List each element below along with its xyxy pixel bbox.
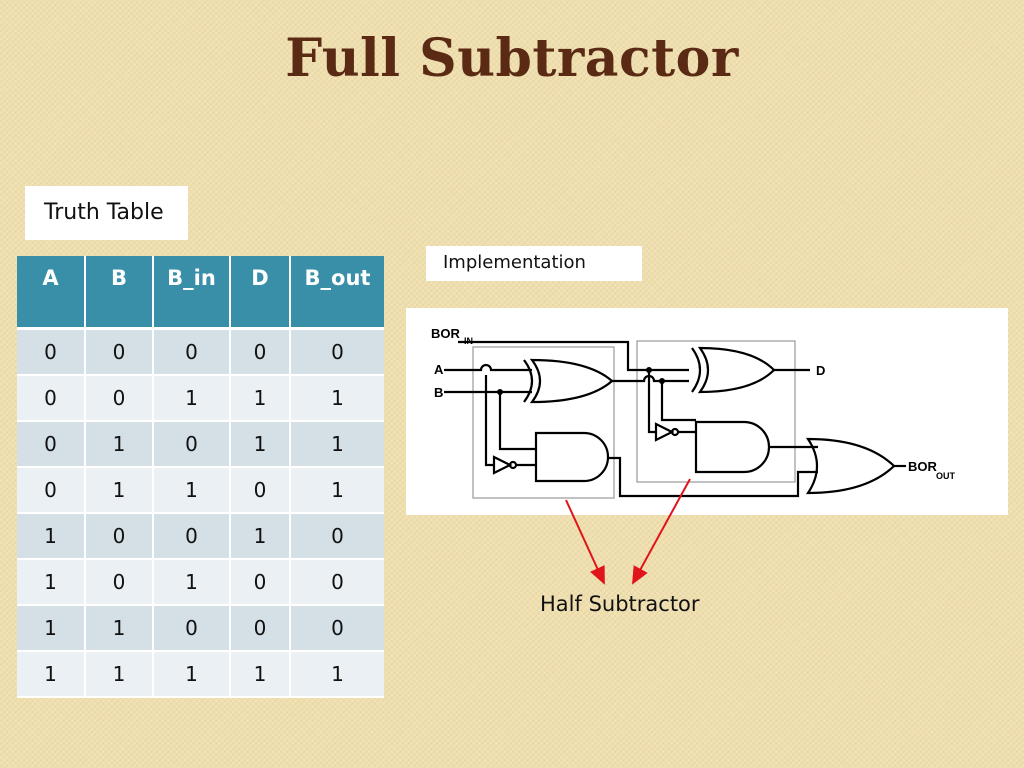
cell-b-in: 0 xyxy=(153,604,231,652)
not-gate-1-bubble xyxy=(508,460,518,470)
cell-b: 0 xyxy=(85,328,154,376)
input-b-label: B xyxy=(434,385,443,400)
cell-b-out: 0 xyxy=(290,604,384,652)
cell-b-in: 0 xyxy=(153,512,231,560)
cell-b: 1 xyxy=(85,604,154,652)
truth-table-label: Truth Table xyxy=(25,186,188,240)
b-branch-wire xyxy=(498,392,536,451)
half-subtractor-box-1 xyxy=(472,346,615,499)
cell-a: 1 xyxy=(17,650,86,698)
cell-b: 0 xyxy=(85,558,154,606)
cell-d: 0 xyxy=(230,328,291,376)
header-d: D xyxy=(230,256,291,330)
header-b-out: B_out xyxy=(290,256,384,330)
bor-in-branch-wire xyxy=(647,370,656,434)
table-row: 1 0 0 1 0 xyxy=(17,512,384,560)
table-row: 0 0 1 1 1 xyxy=(17,374,384,422)
header-b: B xyxy=(85,256,154,330)
cell-d: 1 xyxy=(230,512,291,560)
cell-a: 0 xyxy=(17,466,86,514)
cell-b-in: 0 xyxy=(153,420,231,468)
cell-b-out: 1 xyxy=(290,420,384,468)
cell-a: 1 xyxy=(17,604,86,652)
table-row: 0 0 0 0 0 xyxy=(17,328,384,376)
cell-b: 1 xyxy=(85,650,154,698)
output-d-label: D xyxy=(816,363,825,378)
cell-b: 1 xyxy=(85,466,154,514)
not-gate-2-bubble xyxy=(670,427,680,437)
cell-b-in: 0 xyxy=(153,328,231,376)
header-b-in: B_in xyxy=(153,256,231,330)
half-subtractor-label: Half Subtractor xyxy=(540,592,700,616)
circuit-diagram: BOR IN A B D BOR OUT xyxy=(406,308,1008,515)
and-gate-2 xyxy=(694,420,771,474)
xor1-out-wire xyxy=(612,374,689,383)
cell-d: 0 xyxy=(230,604,291,652)
table-row: 1 1 0 0 0 xyxy=(17,604,384,652)
a-wire xyxy=(444,363,532,372)
cell-b-out: 0 xyxy=(290,558,384,606)
xor1-back-curve xyxy=(523,359,534,403)
xor-gate-2 xyxy=(697,346,776,394)
cell-a: 0 xyxy=(17,420,86,468)
slide-title: Full Subtractor xyxy=(285,28,739,89)
input-a-label: A xyxy=(434,362,444,377)
bor-in-wire xyxy=(458,340,689,372)
cell-b-in: 1 xyxy=(153,558,231,606)
cell-d: 1 xyxy=(230,650,291,698)
bor-out-subscript: OUT xyxy=(936,471,956,481)
cell-b-out: 0 xyxy=(290,512,384,560)
cell-b-out: 1 xyxy=(290,374,384,422)
implementation-label: Implementation xyxy=(426,246,642,281)
not-gate-2 xyxy=(654,422,675,442)
header-a: A xyxy=(17,256,86,330)
table-row: 0 1 0 1 1 xyxy=(17,420,384,468)
and-gate-1 xyxy=(534,431,610,483)
cell-a: 1 xyxy=(17,558,86,606)
table-row: 1 1 1 1 1 xyxy=(17,650,384,698)
bor-in-subscript: IN xyxy=(464,336,473,346)
circuit-svg: BOR IN A B D BOR OUT xyxy=(431,326,956,499)
cell-a: 0 xyxy=(17,374,86,422)
truth-table: A B B_in D B_out 0 0 0 0 0 0 0 1 1 1 0 1… xyxy=(17,256,384,698)
cell-b-in: 1 xyxy=(153,466,231,514)
cell-d: 0 xyxy=(230,466,291,514)
junction-dot xyxy=(497,389,503,395)
cell-b-in: 1 xyxy=(153,650,231,698)
xor-gate-1 xyxy=(529,358,614,404)
cell-b: 1 xyxy=(85,420,154,468)
junction-dot xyxy=(659,378,665,384)
table-row: 1 0 1 0 0 xyxy=(17,558,384,606)
cell-a: 1 xyxy=(17,512,86,560)
junction-dot xyxy=(646,367,652,373)
cell-b-out: 1 xyxy=(290,650,384,698)
a-branch-wire xyxy=(484,375,494,467)
cell-b-out: 1 xyxy=(290,466,384,514)
cell-d: 1 xyxy=(230,420,291,468)
bor-out-label: BOR xyxy=(908,459,938,474)
cell-d: 1 xyxy=(230,374,291,422)
table-row: 0 1 1 0 1 xyxy=(17,466,384,514)
cell-a: 0 xyxy=(17,328,86,376)
cell-b-out: 0 xyxy=(290,328,384,376)
cell-b: 0 xyxy=(85,374,154,422)
not-gate-1 xyxy=(492,455,513,475)
and1-out-wire xyxy=(608,456,818,498)
xor1-branch-wire xyxy=(660,381,696,422)
cell-b-in: 1 xyxy=(153,374,231,422)
or-gate xyxy=(805,437,896,495)
bor-in-label: BOR xyxy=(431,326,461,341)
cell-b: 0 xyxy=(85,512,154,560)
half-subtractor-box-2 xyxy=(636,340,796,483)
truth-table-header-row: A B B_in D B_out xyxy=(17,256,384,330)
xor2-back-curve xyxy=(691,347,702,393)
cell-d: 0 xyxy=(230,558,291,606)
